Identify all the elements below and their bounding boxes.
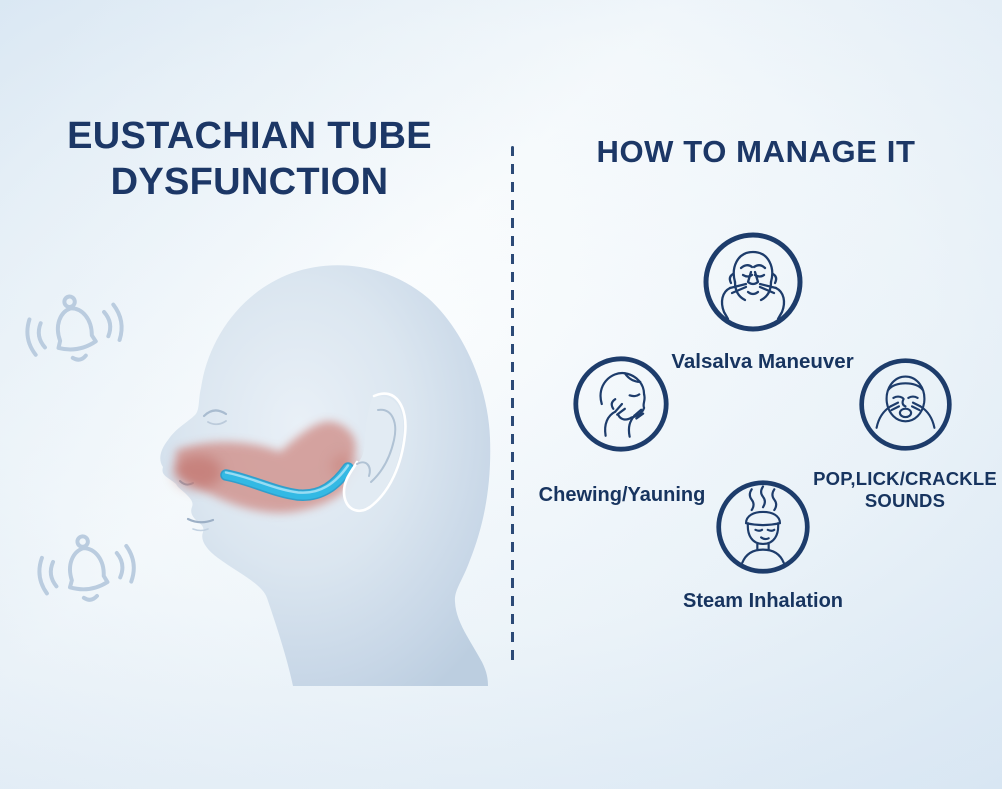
- item-label-pop-click-crackle: POP,LICK/CRACKLE SOUNDS: [813, 468, 997, 512]
- ear-outline: [342, 392, 407, 513]
- page-title: EUSTACHIAN TUBE DYSFUNCTION: [42, 113, 457, 206]
- chewing-yawning-icon: [573, 356, 669, 452]
- ear-tragus: [356, 461, 371, 477]
- page-title-line2: DYSFUNCTION: [110, 161, 389, 204]
- item-label-chewing-yawning: Chewing/Yauning: [538, 484, 706, 506]
- eye-lower: [207, 420, 227, 426]
- dashed-divider: [511, 146, 514, 668]
- page-title-line1: EUSTACHIAN TUBE: [67, 115, 432, 157]
- item-label-valsalva: Valsalva Maneuver: [671, 350, 854, 373]
- inflammation-hotspot-nose: [174, 455, 222, 489]
- eustachian-tube: [221, 463, 353, 500]
- eye-crease: [202, 409, 228, 418]
- head-profile-with-inflamed-eustachian-tube: [160, 265, 491, 686]
- valsalva-maneuver-icon: [703, 232, 803, 332]
- ringing-bell-icon: [37, 534, 136, 602]
- lower-lip: [192, 528, 209, 532]
- pop-click-crackle-icon: [859, 358, 952, 451]
- ear-fill: [345, 396, 404, 510]
- steam-inhalation-icon: [716, 480, 810, 574]
- eustachian-tube-highlight: [224, 464, 350, 494]
- ringing-bell-icon: [25, 294, 124, 362]
- section-heading: HOW TO MANAGE IT: [596, 134, 916, 169]
- item-label-steam-inhalation: Steam Inhalation: [682, 590, 844, 612]
- ear-inner-fold: [370, 408, 397, 483]
- lips: [186, 517, 215, 524]
